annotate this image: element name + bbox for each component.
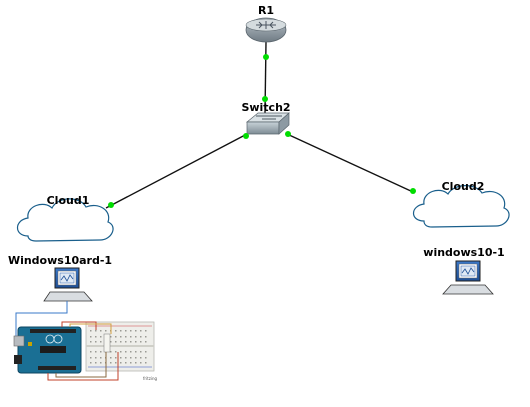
node-r1[interactable]: R1 xyxy=(245,4,287,43)
node-label-switch2: Switch2 xyxy=(241,101,290,114)
link-switch2-cloud1[interactable] xyxy=(105,133,248,209)
node-cloud2[interactable]: Cloud2 xyxy=(412,180,510,228)
link-status-dot xyxy=(243,133,249,139)
link-status-dot xyxy=(285,131,291,137)
cloud-icon xyxy=(16,198,114,242)
link-status-dot xyxy=(263,54,269,60)
link-status-dot xyxy=(108,202,114,208)
computer-icon xyxy=(442,260,494,295)
node-windows10ard-1[interactable]: Windows10ard-1 xyxy=(8,254,112,302)
cloud-icon xyxy=(412,185,510,228)
breadboard xyxy=(85,321,155,372)
link-status-dots xyxy=(108,54,416,208)
node-switch2[interactable]: Switch2 xyxy=(241,101,291,135)
node-label-cloud2: Cloud2 xyxy=(442,180,485,193)
node-label-windows10-1: windows10-1 xyxy=(423,246,504,259)
breadboard-caption: fritzing xyxy=(143,376,157,381)
link-switch2-cloud2[interactable] xyxy=(286,133,414,193)
computer-icon xyxy=(43,267,93,302)
node-windows10-1[interactable]: windows10-1 xyxy=(423,246,505,295)
node-label-cloud1: Cloud1 xyxy=(47,194,90,207)
link-status-dot xyxy=(410,188,416,194)
arduino-breadboard-image: fritzing xyxy=(13,301,157,381)
arduino-board xyxy=(13,326,82,374)
node-cloud1[interactable]: Cloud1 xyxy=(16,194,114,242)
node-label-windows10ard-1: Windows10ard-1 xyxy=(8,254,112,267)
node-label-r1: R1 xyxy=(258,4,274,17)
link-status-dot xyxy=(262,96,268,102)
